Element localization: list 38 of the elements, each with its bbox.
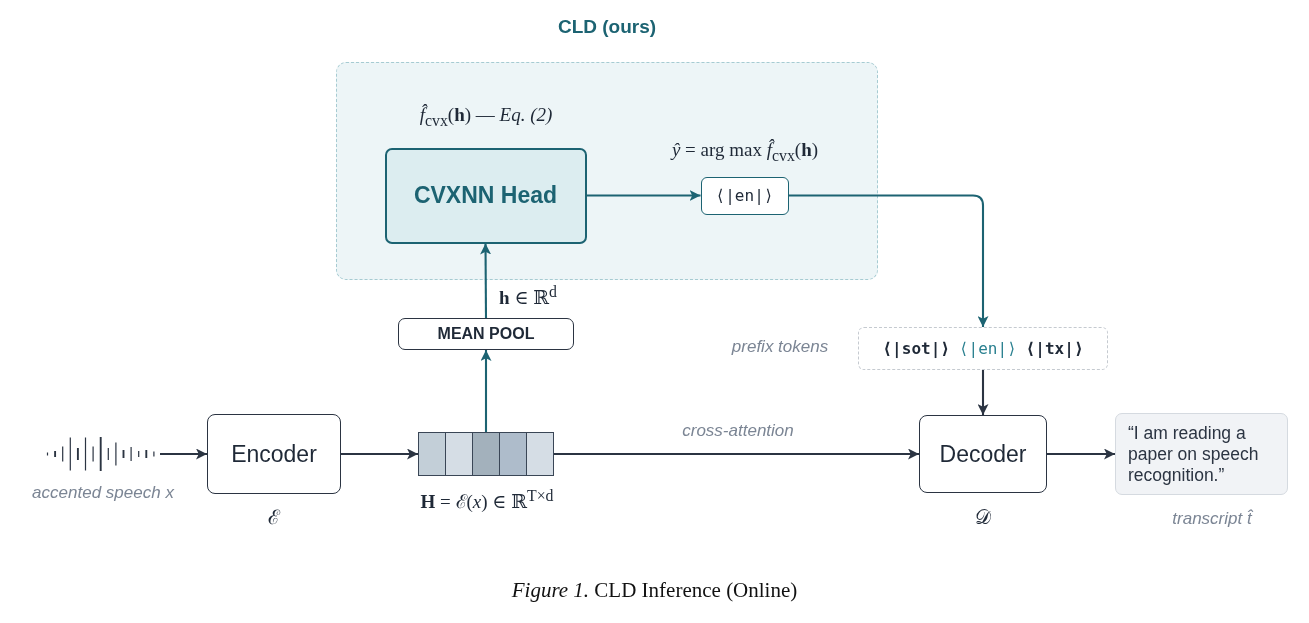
edge-label: h ∈ ℝ$^{d}$ <box>499 283 557 310</box>
token-box <box>700 176 789 215</box>
node-label: CVXNN Head <box>413 182 558 209</box>
connector-arrow <box>480 350 492 432</box>
node-label: Decoder <box>939 440 1027 468</box>
prefix-token: ⟨|sot|⟩ <box>882 339 950 358</box>
node-label: Encoder <box>231 440 317 468</box>
connector-arrow <box>586 190 701 201</box>
connector-arrow <box>1047 448 1115 460</box>
connector-arrow <box>160 448 207 460</box>
connector-arrow <box>341 448 418 460</box>
output-box <box>1115 413 1288 495</box>
symbol-label: ℰ <box>268 504 280 530</box>
figure-caption: Figure 1. CLD Inference (Online) <box>511 578 798 603</box>
token-sequence-box <box>858 327 1108 370</box>
connector-arrow <box>788 194 989 327</box>
prefix-token: ⟨|tx|⟩ <box>1025 339 1084 358</box>
process-box <box>384 147 587 244</box>
formula-label: ŷ = arg max f̂$_{cvx}$(h) <box>671 139 819 165</box>
connector-arrow <box>480 243 492 318</box>
prefix-token: ⟨|en|⟩ <box>958 339 1017 358</box>
output-label: transcript t̂ <box>1172 509 1252 529</box>
formula-label: f̂$_{cvx}$(h) — Eq. (2) <box>419 104 553 130</box>
connector-arrow <box>554 448 919 460</box>
node-label: MEAN POOL <box>437 325 535 343</box>
connector-arrow <box>977 370 989 415</box>
process-box <box>919 415 1047 493</box>
process-box <box>398 318 574 350</box>
embedding-matrix-drawing <box>418 432 554 476</box>
formula-label: H = ℰ(x) ∈ ℝ$^{T×d}$ <box>420 487 554 515</box>
region-heading: CLD (ours) <box>557 16 657 38</box>
edge-label: cross-attention <box>682 421 794 441</box>
node-label: ⟨|en|⟩ <box>715 186 774 205</box>
transcript-text: “I am reading a paper on speech recognition.” <box>1128 422 1260 486</box>
input-label: accented speech x <box>32 483 174 503</box>
process-box <box>207 414 341 494</box>
annotation-label: prefix tokens <box>731 337 829 357</box>
symbol-label: 𝒟 <box>975 505 991 529</box>
